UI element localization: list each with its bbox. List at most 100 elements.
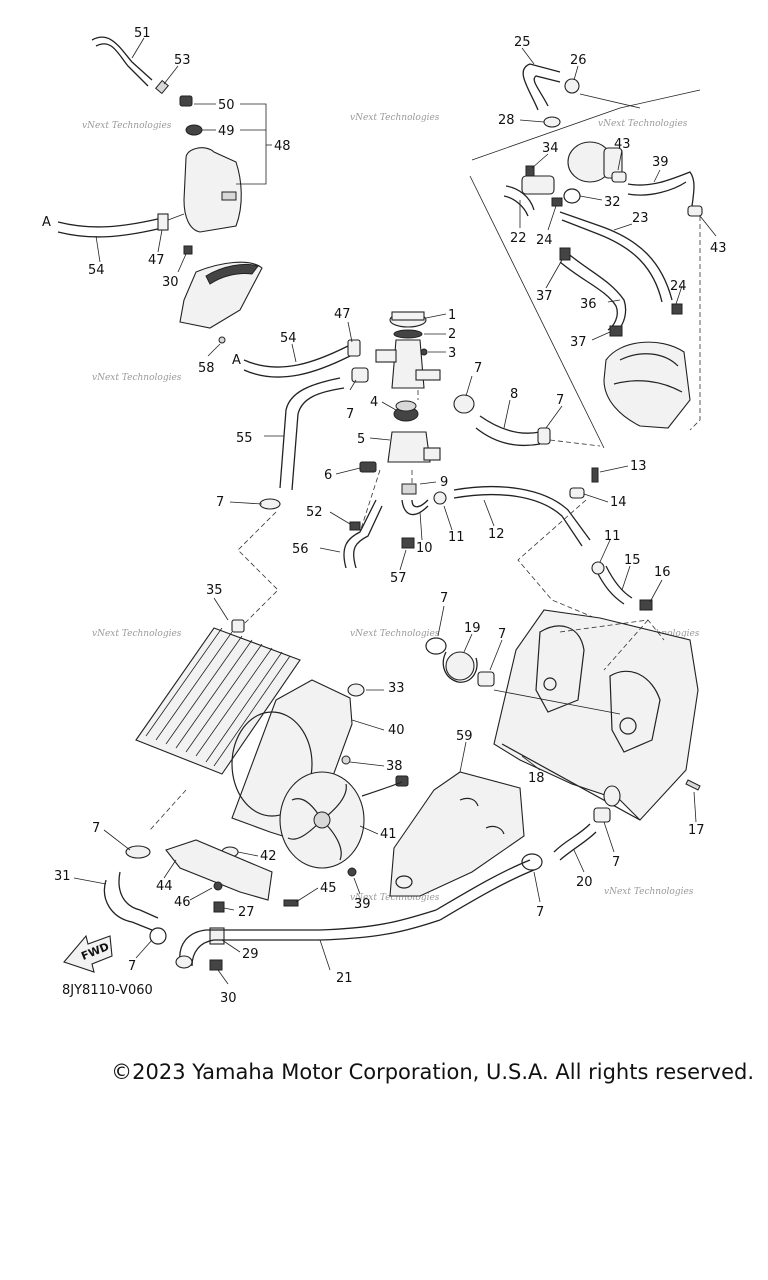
cover-detail [485, 825, 505, 835]
callout-47: 47 [334, 307, 351, 322]
coolant-pipe [453, 486, 591, 541]
callout-37: 37 [536, 289, 553, 304]
watermark: vNext Technologies [92, 373, 182, 383]
leader-line [493, 689, 621, 715]
leader-bracket [236, 103, 267, 185]
leader-line [603, 821, 615, 853]
callout-24: 24 [670, 279, 687, 294]
pump-inlet [521, 175, 555, 195]
reservoir-cap [179, 95, 193, 107]
leader-line [531, 153, 549, 169]
bolt [283, 899, 299, 907]
watermark: vNext Technologies [350, 113, 440, 123]
grommet [347, 683, 365, 697]
hose-clip [591, 561, 605, 575]
callout-7: 7 [440, 591, 448, 606]
callout-7: 7 [128, 959, 136, 974]
leader-line [335, 467, 361, 475]
leader-line [425, 313, 447, 319]
frame-panel [493, 609, 699, 821]
leader-line [419, 481, 437, 485]
coolant-pipe-edge [453, 493, 583, 547]
callout-54: 54 [280, 331, 297, 346]
hose-clamp [125, 845, 151, 859]
pump-hose-edge [533, 75, 561, 107]
callout-15: 15 [624, 553, 641, 568]
callout-36: 36 [580, 297, 597, 312]
leader-line [503, 399, 511, 429]
bypass-hose [343, 499, 377, 569]
hose-clamp [611, 171, 627, 183]
bolt [183, 245, 193, 255]
engine-water-jacket [603, 341, 691, 429]
frame-mount [619, 717, 637, 735]
copyright-notice: ©2023 Yamaha Motor Corporation, U.S.A. A… [111, 1060, 754, 1084]
lower-frame-hose [553, 823, 591, 853]
shroud-opening [231, 711, 313, 817]
fan-wire [361, 781, 403, 797]
hose-clamp [351, 367, 369, 383]
main-coolant-pipe-rise-edge [439, 869, 535, 921]
callout-7: 7 [474, 361, 482, 376]
leader-line [381, 401, 397, 411]
leader-line [291, 343, 297, 363]
connector-label: A [42, 215, 51, 230]
callout-44: 44 [156, 879, 173, 894]
callout-39: 39 [354, 897, 371, 912]
watermark: vNext Technologies [92, 629, 182, 639]
leader-line [217, 969, 229, 985]
callout-30: 30 [162, 275, 179, 290]
leader-line [163, 859, 177, 879]
frame-hose-body [445, 651, 475, 681]
leader-line [613, 223, 633, 231]
leader-line [319, 547, 341, 553]
radiator-inlet [231, 619, 245, 633]
callout-7: 7 [216, 495, 224, 510]
leader-line [579, 195, 603, 201]
bolt [420, 348, 428, 356]
leader-line [621, 565, 631, 591]
bolt [213, 901, 225, 913]
callout-28: 28 [498, 113, 515, 128]
leader-line [103, 829, 131, 851]
callout-21: 21 [336, 971, 353, 986]
callout-46: 46 [174, 895, 191, 910]
pipe-clamp [569, 487, 585, 499]
long-coolant-pipe [559, 211, 673, 301]
callout-1: 1 [448, 308, 456, 323]
fan-blades [287, 783, 347, 861]
radiator-bracket [165, 839, 273, 901]
bracket-grip [205, 263, 259, 285]
routing-line [517, 499, 601, 621]
leader-line [465, 375, 473, 397]
long-coolant-pipe-edge [561, 219, 663, 303]
radiator-inlet-hose-edge [291, 387, 345, 491]
leader-line [583, 493, 609, 503]
hose-clamp [155, 79, 169, 95]
callout-47: 47 [148, 253, 165, 268]
leader-line [177, 253, 187, 273]
tank-outlet [167, 213, 185, 221]
frame-line [619, 89, 701, 109]
watermark: vNext Technologies [350, 893, 440, 903]
frame-hose [442, 651, 478, 683]
tank-label [221, 191, 237, 201]
hose-clamp [477, 671, 495, 687]
leader-line [349, 379, 357, 391]
leader-line [521, 47, 535, 65]
frame-gusset [535, 625, 585, 713]
callout-2: 2 [448, 327, 456, 342]
fan-connector [395, 775, 409, 787]
hose-clamp [687, 205, 703, 217]
callout-29: 29 [242, 947, 259, 962]
leader-line [131, 37, 145, 59]
leader-line [617, 149, 623, 171]
callout-49: 49 [218, 124, 235, 139]
radiator-inlet-hose [279, 377, 341, 489]
routing-line [689, 216, 701, 431]
bolt [591, 467, 599, 483]
leader-line [591, 331, 611, 341]
leader-line [353, 877, 361, 895]
callout-9: 9 [440, 475, 448, 490]
thermostat-top [395, 400, 417, 412]
